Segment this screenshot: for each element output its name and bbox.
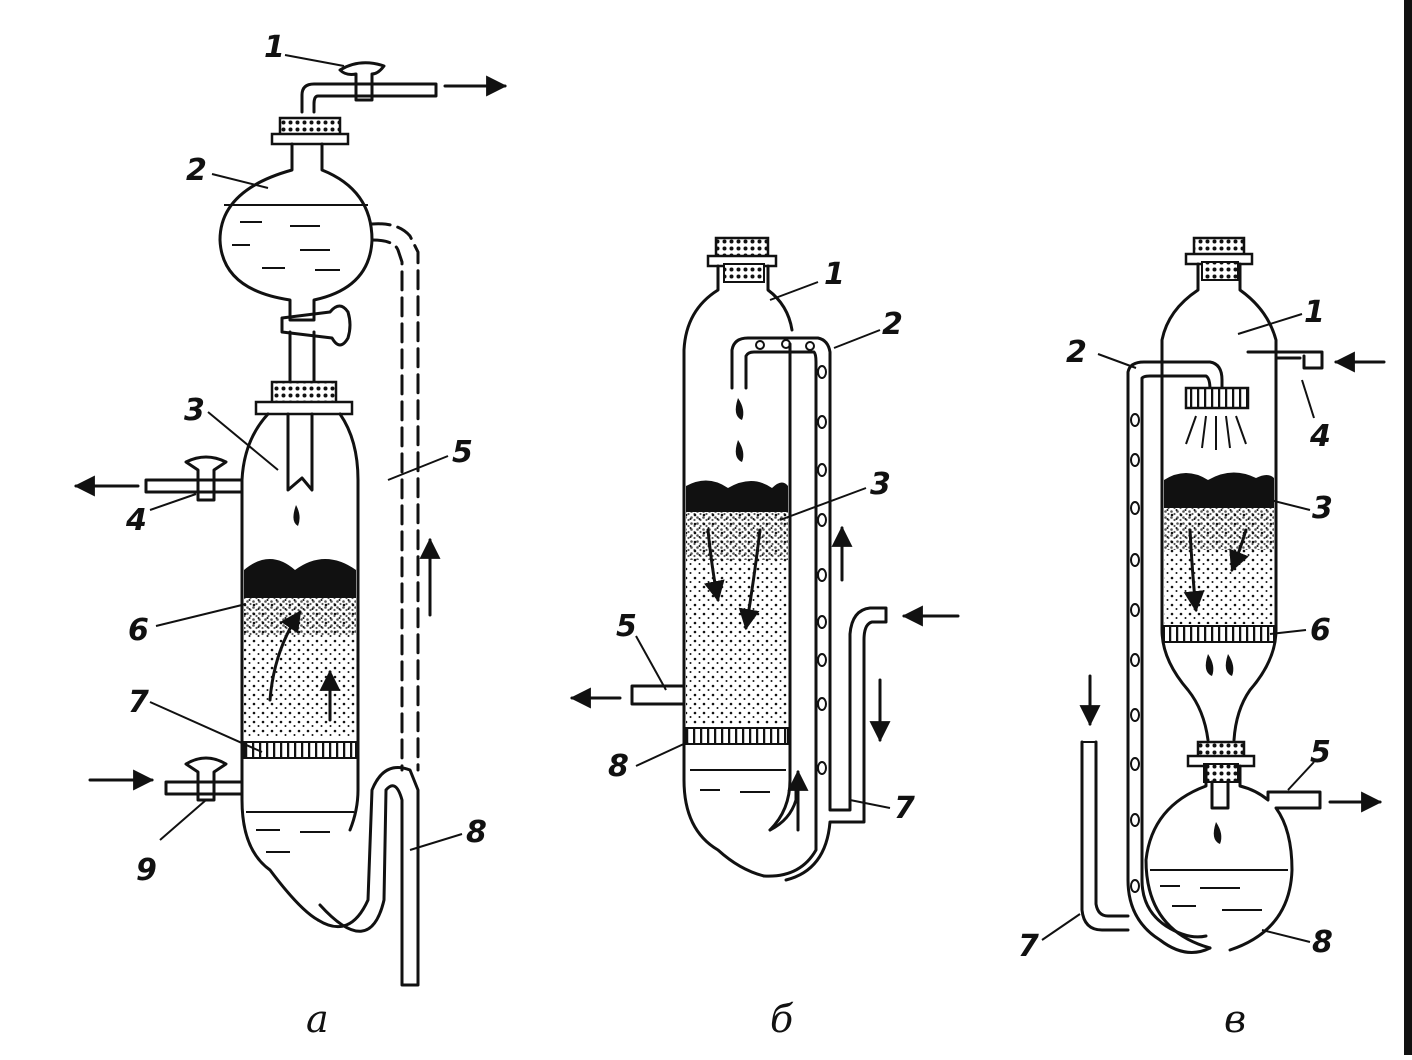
label-3-a: 3 bbox=[184, 393, 205, 428]
support-grid-a bbox=[243, 741, 357, 759]
label-5-v: 5 bbox=[1310, 735, 1331, 770]
funnel-stopcock-a bbox=[280, 304, 352, 347]
label-6-v: 6 bbox=[1310, 613, 1331, 648]
u-tube-8-a bbox=[316, 766, 420, 987]
airlift-tube-b bbox=[730, 336, 832, 792]
label-2-b: 2 bbox=[882, 307, 903, 342]
label-8-v: 8 bbox=[1312, 925, 1333, 960]
figure-a: 1 2 3 4 5 6 7 8 9 а bbox=[73, 30, 508, 1041]
dropping-funnel-a bbox=[218, 142, 374, 322]
label-9-a: 9 bbox=[136, 853, 157, 888]
outlet-tube-a bbox=[300, 82, 438, 114]
support-grid-b bbox=[685, 727, 789, 745]
outlet-5-b bbox=[630, 684, 686, 706]
sprinkler-v bbox=[1184, 386, 1250, 410]
receiver-flask-v bbox=[1144, 764, 1322, 952]
label-3-v: 3 bbox=[1312, 491, 1333, 526]
airlift-tube-2-v bbox=[1126, 388, 1212, 954]
label-4-v: 4 bbox=[1309, 419, 1331, 454]
label-7-v: 7 bbox=[1018, 929, 1039, 964]
return-tube-5-a bbox=[370, 222, 420, 772]
caption-a: а bbox=[306, 997, 329, 1041]
vessel-b bbox=[682, 264, 794, 878]
label-6-a: 6 bbox=[128, 613, 149, 648]
column-v bbox=[1160, 262, 1278, 742]
label-5-b: 5 bbox=[616, 609, 637, 644]
figure-v: 1 2 3 4 5 6 7 8 в bbox=[1018, 236, 1386, 1041]
label-1-v: 1 bbox=[1304, 295, 1325, 330]
label-7-a: 7 bbox=[128, 685, 149, 720]
support-grid-v bbox=[1163, 625, 1275, 643]
label-2-v: 2 bbox=[1066, 335, 1087, 370]
label-5-a: 5 bbox=[452, 435, 473, 470]
label-2-a: 2 bbox=[186, 153, 207, 188]
label-4-a: 4 bbox=[125, 503, 147, 538]
label-1-b: 1 bbox=[824, 257, 845, 292]
stopcock-4-a bbox=[184, 455, 228, 502]
label-1-a: 1 bbox=[264, 30, 285, 65]
label-3-b: 3 bbox=[870, 467, 891, 502]
label-7-b: 7 bbox=[894, 791, 915, 826]
inlet-tube-7-b bbox=[784, 606, 888, 882]
label-8-b: 8 bbox=[608, 749, 629, 784]
caption-v: в bbox=[1224, 997, 1246, 1041]
caption-b: б bbox=[770, 997, 794, 1041]
stopcock-1-a bbox=[338, 61, 386, 102]
scan-edge bbox=[1404, 0, 1412, 1055]
label-8-a: 8 bbox=[466, 815, 487, 850]
inlet-4-v bbox=[1246, 350, 1324, 370]
figure-b: 1 2 3 5 8 7 б bbox=[569, 236, 960, 1041]
inlet-tube-7-v bbox=[1080, 740, 1130, 932]
